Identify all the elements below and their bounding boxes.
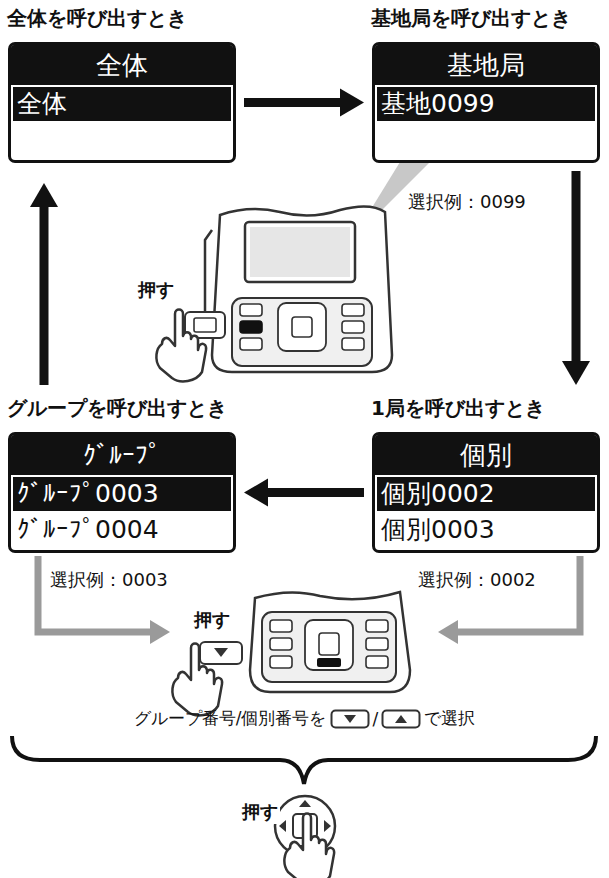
instruction-row: グループ番号/個別番号を / で選択	[0, 707, 609, 730]
instruction-text: グループ番号/個別番号を	[134, 707, 327, 730]
mode-heading: グループを呼び出すとき	[7, 395, 227, 422]
list-item: 個別0003	[377, 513, 595, 547]
selection-example: 選択例：0002	[416, 568, 538, 592]
arrow-shaft	[572, 171, 581, 365]
screen-title: 基地局	[375, 45, 597, 85]
arrowhead	[340, 89, 364, 117]
mode-heading: 基地局を呼び出すとき	[371, 5, 571, 32]
arrowhead	[562, 361, 590, 385]
down-button	[330, 709, 370, 729]
press-label: 押す	[240, 800, 280, 824]
list-item: ｸﾞﾙｰﾌﾟ0004	[13, 513, 231, 547]
screen-box: 基地局を呼び出すとき基地局基地0099	[372, 42, 600, 163]
up-button	[381, 709, 421, 729]
flow-arrow	[562, 171, 590, 385]
selected-item: 個別0002	[377, 477, 595, 511]
empty-row	[13, 123, 231, 157]
screen-box: グループを呼び出すときｸﾞﾙｰﾌﾟｸﾞﾙｰﾌﾟ0003ｸﾞﾙｰﾌﾟ0004	[8, 432, 236, 553]
screen-title: 全体	[11, 45, 233, 85]
screen-box: 1局を呼び出すとき個別個別0002個別0003	[372, 432, 600, 553]
selected-item: 基地0099	[377, 87, 595, 121]
screen-box: 全体を呼び出すとき全体全体	[8, 42, 236, 163]
press-label: 押す	[136, 278, 176, 302]
mode-heading: 全体を呼び出すとき	[7, 5, 187, 32]
flow-arrow	[244, 479, 364, 507]
arrow-shaft	[264, 488, 364, 497]
arrowhead	[244, 479, 268, 507]
selection-example: 選択例：0003	[48, 568, 170, 592]
arrow-shaft	[244, 98, 344, 107]
instruction-text: /	[373, 709, 379, 729]
press-label: 押す	[192, 608, 232, 632]
screen-title: 個別	[375, 435, 597, 475]
bracket	[12, 736, 596, 784]
flow-arrow	[244, 89, 364, 117]
flow-arrow	[30, 183, 58, 385]
selection-example: 選択例：0099	[406, 190, 528, 214]
selected-item: 全体	[13, 87, 231, 121]
screen-title: ｸﾞﾙｰﾌﾟ	[11, 435, 233, 475]
radio-device-keypad	[250, 592, 410, 692]
empty-row	[377, 123, 595, 157]
arrow-shaft	[40, 203, 49, 385]
instruction-text: で選択	[424, 707, 475, 730]
arrowhead	[30, 183, 58, 207]
selected-item: ｸﾞﾙｰﾌﾟ0003	[13, 477, 231, 511]
radio-device	[205, 206, 392, 372]
mode-heading: 1局を呼び出すとき	[371, 395, 545, 422]
